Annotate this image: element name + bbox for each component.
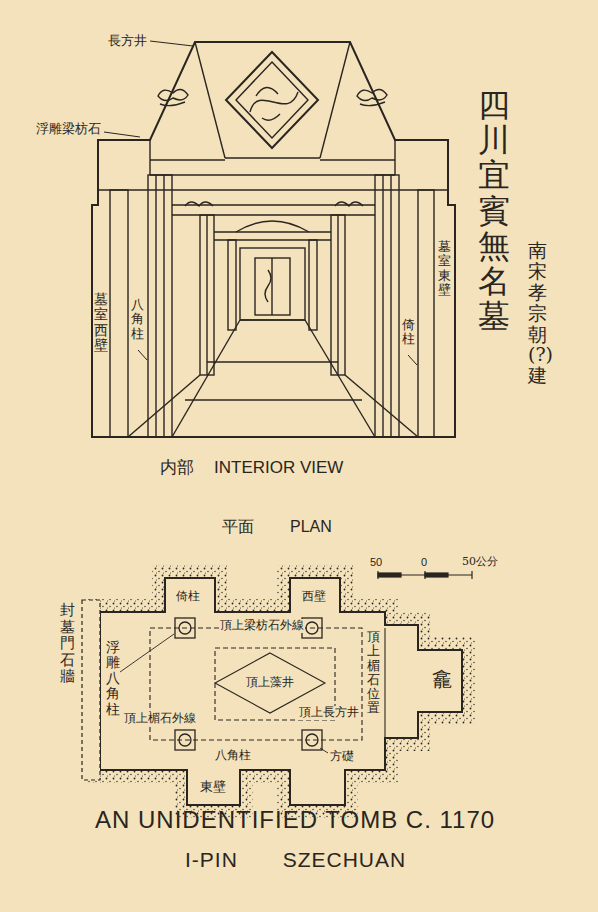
label-text: 倚柱 (176, 590, 200, 604)
label-text: 平面 (222, 518, 254, 536)
label-text: 倚柱 (402, 318, 415, 347)
label-text: 墓室東壁 (438, 240, 451, 297)
label-text: INTERIOR VIEW (214, 458, 343, 478)
label-text: 50 (370, 556, 382, 569)
label-text: 八角柱 (131, 298, 144, 341)
label-text: 頂上楣石外線 (123, 712, 197, 726)
label-text: 龕 (432, 668, 452, 691)
caption-text: AN UNIDENTIFIED TOMB C. 1170 (95, 806, 495, 834)
label-text: 八角柱 (215, 749, 251, 763)
label-text: 内部 (160, 458, 194, 478)
label-text: 50公分 (462, 556, 498, 569)
label-text: 西壁 (302, 590, 326, 604)
label-text: 頂上長方井 (298, 706, 360, 720)
label-text: I-PIN SZECHUAN (185, 848, 406, 872)
interior-view (92, 41, 455, 437)
date-note: 南宋孝宗朝(?)建 (528, 240, 547, 386)
label-text: 頂上梁枋石外線 (219, 619, 305, 633)
label-text: 0 (421, 556, 427, 569)
label-text: 浮雕梁枋石 (36, 122, 101, 137)
title-text: 四川宜賓無名墓 (478, 88, 510, 334)
label-text: 頂上楣石位置 (367, 630, 380, 716)
label-text: 方礎 (330, 750, 354, 764)
label-text: 頂上藻井 (246, 676, 294, 690)
label-text: 浮雕八角柱 (106, 640, 120, 717)
label-text: 墓室西壁 (94, 292, 108, 354)
label-text: 長方井 (108, 34, 147, 49)
label-text: 東壁 (200, 780, 226, 795)
label-text: PLAN (290, 518, 332, 536)
plan (82, 571, 472, 805)
label-text: 封墓門石牆 (60, 602, 75, 685)
